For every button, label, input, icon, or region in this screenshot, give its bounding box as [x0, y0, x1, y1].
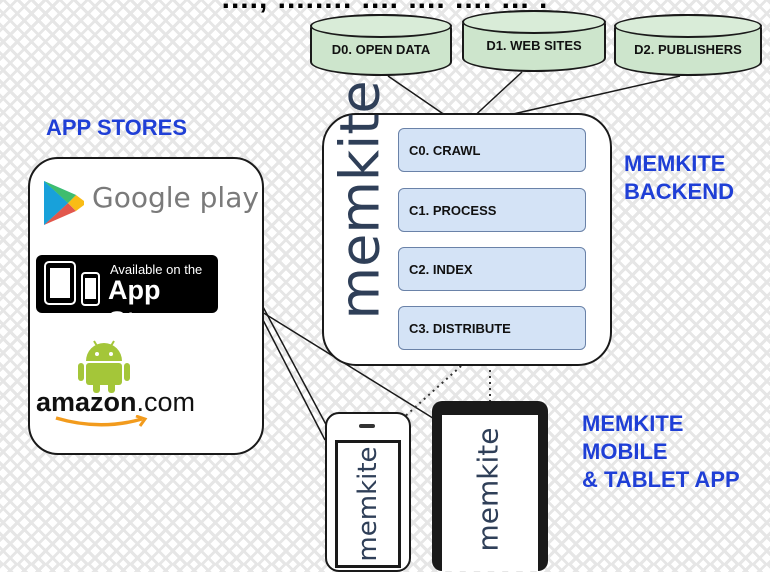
amazon-smile-icon: [55, 415, 148, 427]
backend-heading: MEMKITE BACKEND: [624, 150, 734, 206]
cylinder-web-sites-label: D1. WEB SITES: [486, 37, 582, 53]
mobile-heading-line3: & TABLET APP: [582, 467, 740, 492]
backend-memkite-logo: memkite: [328, 80, 392, 320]
cylinder-publishers-label: D2. PUBLISHERS: [634, 41, 742, 57]
tablet-screen: memkite: [442, 415, 538, 571]
phone-speaker: [359, 424, 375, 428]
app-stores-heading: APP STORES: [46, 115, 188, 140]
amazon-logo: amazon.com: [36, 387, 195, 418]
app-store-small-label: Available on the: [110, 262, 203, 277]
mobile-heading: MEMKITE MOBILE & TABLET APP: [582, 410, 740, 494]
connector-store-phone-2: [261, 317, 326, 441]
app-stores-box: Google play Available on the App Store: [28, 157, 264, 455]
tablet-device: memkite: [432, 401, 548, 571]
amazon-label: amazon: [36, 387, 137, 417]
cut-off-title: ...., ........ .... .... .... ... .: [0, 0, 770, 16]
google-play-label: Google play: [92, 181, 259, 214]
stage-process-label: C1. PROCESS: [409, 202, 497, 218]
cylinder-open-data-label: D0. OPEN DATA: [331, 41, 431, 57]
app-store-big-label: App Store: [108, 275, 178, 336]
phone-icon: [81, 272, 100, 306]
backend-heading-line1: MEMKITE: [624, 151, 726, 176]
cylinder-publishers: D2. PUBLISHERS: [614, 14, 762, 76]
stage-index-label: C2. INDEX: [409, 261, 473, 277]
stage-process: C1. PROCESS: [398, 188, 586, 232]
phone-screen: memkite: [335, 440, 401, 568]
android-icon: [78, 340, 130, 393]
amazon-suffix: .com: [136, 387, 196, 417]
connector-store-tablet: [261, 311, 437, 421]
cylinder-web-sites: D1. WEB SITES: [462, 10, 606, 72]
stage-distribute-label: C3. DISTRIBUTE: [409, 320, 511, 336]
backend-heading-line2: BACKEND: [624, 179, 734, 204]
stage-crawl-label: C0. CRAWL: [409, 142, 481, 158]
stage-index: C2. INDEX: [398, 247, 586, 291]
tablet-icon: [44, 261, 76, 305]
cylinder-open-data: D0. OPEN DATA: [310, 14, 452, 76]
phone-device: memkite: [325, 412, 411, 572]
app-store-badge: Available on the App Store: [36, 255, 218, 336]
connector-store-phone-1: [261, 304, 331, 433]
stage-crawl: C0. CRAWL: [398, 128, 586, 172]
mobile-heading-line1: MEMKITE: [582, 411, 684, 436]
stage-distribute: C3. DISTRIBUTE: [398, 306, 586, 350]
tablet-memkite-logo: memkite: [471, 427, 505, 552]
google-play-icon: [44, 181, 84, 225]
mobile-heading-line2: MOBILE: [582, 439, 668, 464]
phone-memkite-logo: memkite: [353, 446, 383, 562]
